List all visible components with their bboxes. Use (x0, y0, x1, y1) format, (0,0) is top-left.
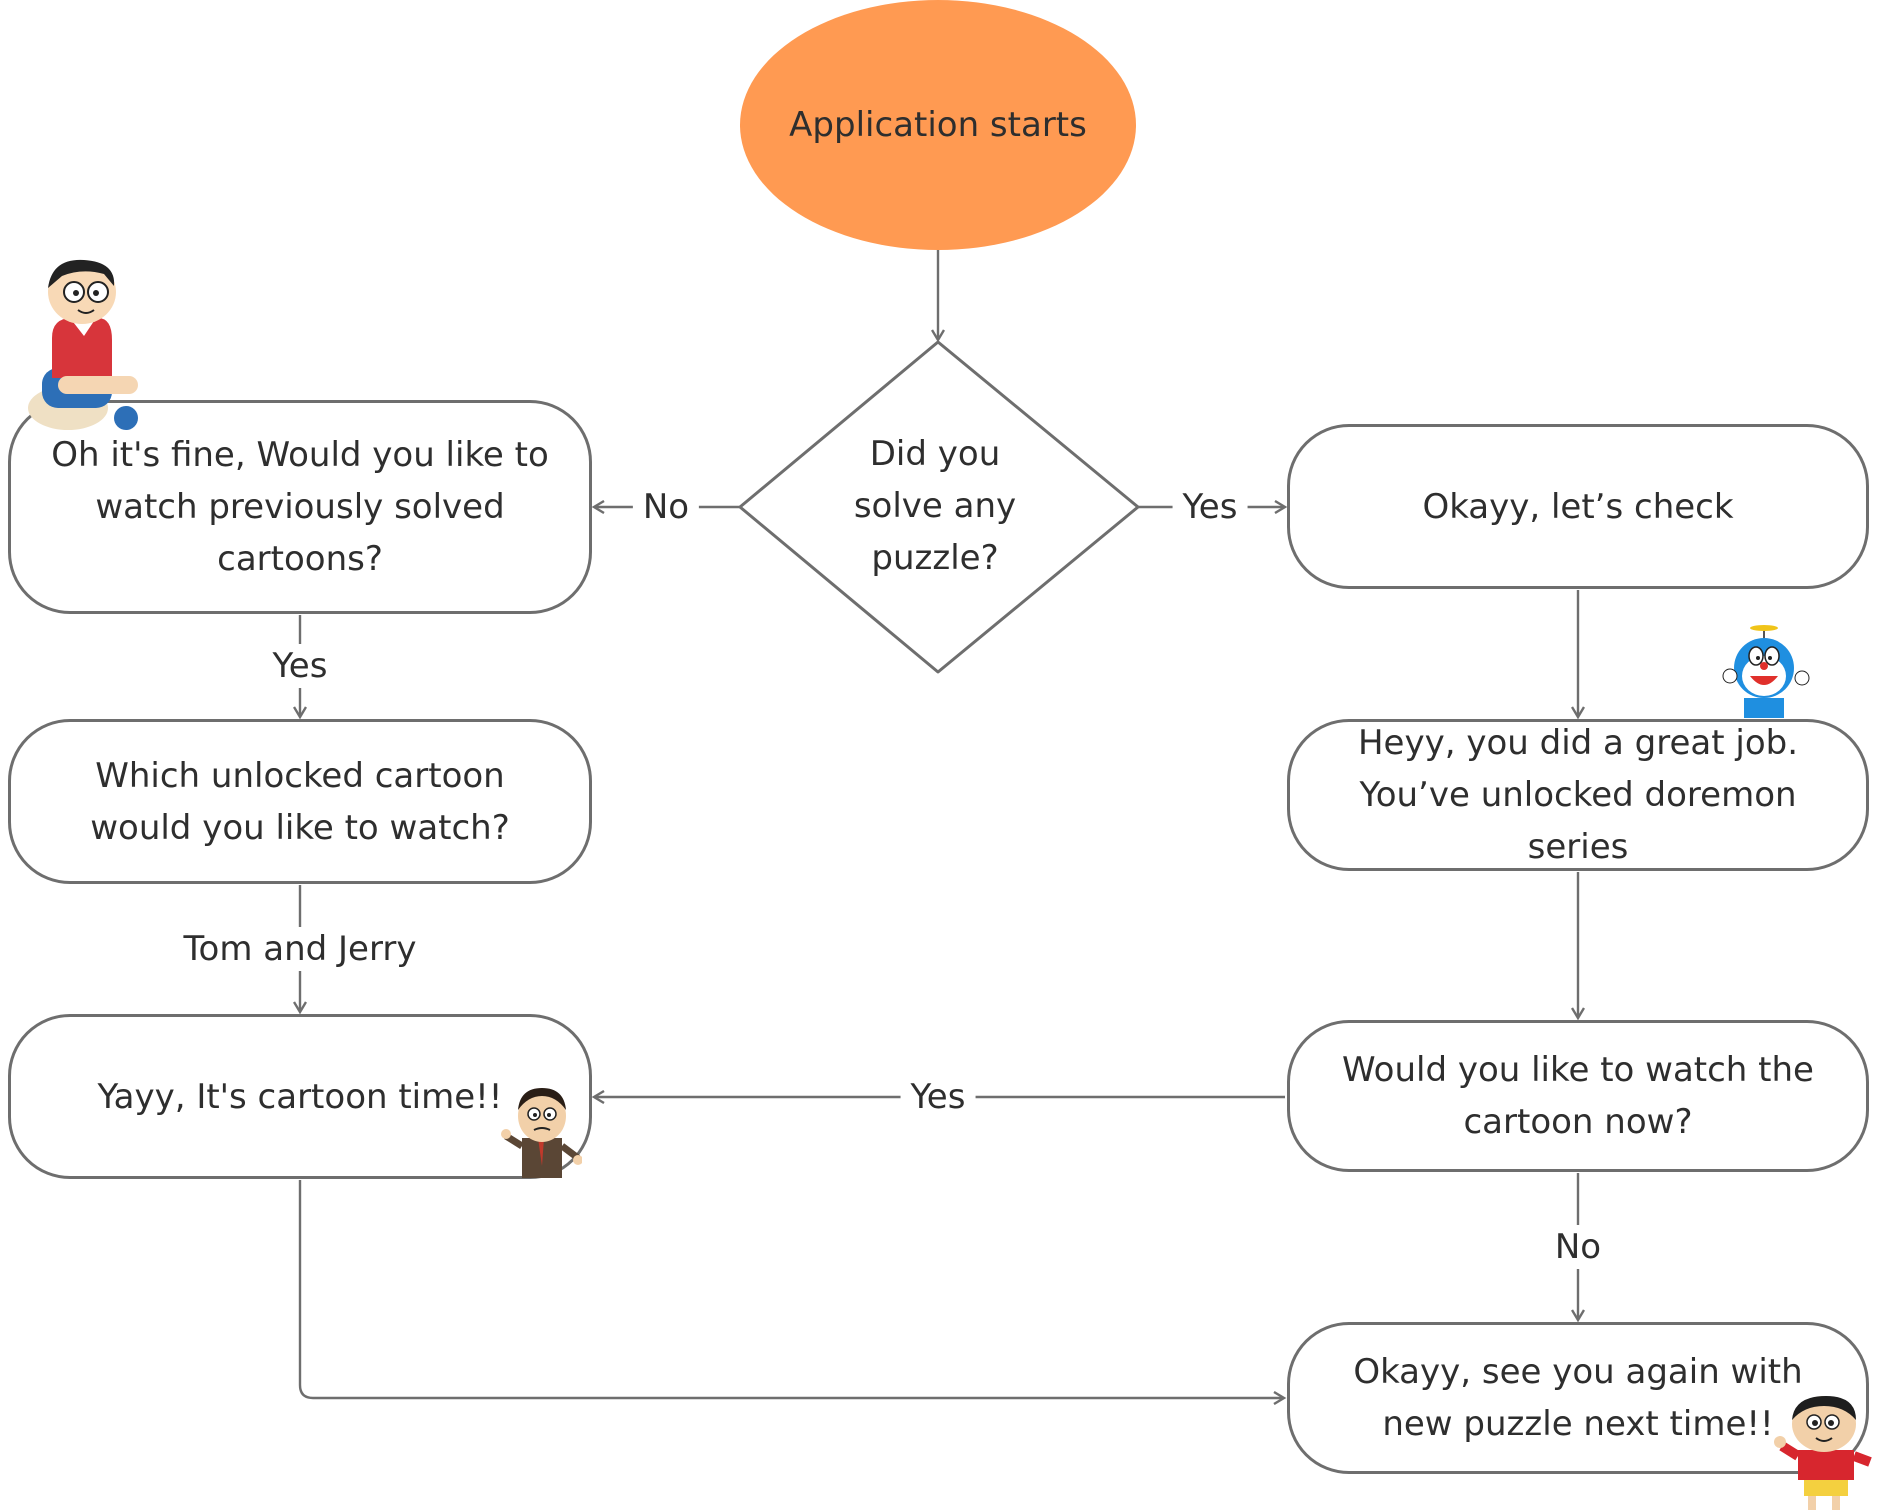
see-you-node-label: Okayy, see you again with new puzzle nex… (1353, 1352, 1803, 1444)
unlocked-node-label: Heyy, you did a great job. You’ve unlock… (1357, 723, 1799, 867)
cartoon-time-node-label: Yayy, It's cartoon time!! (97, 1076, 503, 1117)
mr-bean-character (501, 1088, 582, 1178)
unlocked-node: Heyy, you did a great job. You’ve unlock… (1287, 719, 1869, 871)
cartoon-time-node: Yayy, It's cartoon time!! (8, 1014, 592, 1179)
edge-label-prev-yes: Yes (262, 644, 338, 688)
which-cartoon-node-label: Which unlocked cartoon would you like to… (90, 755, 510, 848)
no-branch-node-label: Oh it's fine, Would you like to watch pr… (51, 435, 549, 579)
check-node-label: Okayy, let’s check (1422, 486, 1734, 527)
edge-label-watchnow-no: No (1544, 1225, 1612, 1269)
decision-node: Did you solve any puzzle? (830, 428, 1040, 584)
check-node: Okayy, let’s check (1287, 424, 1869, 589)
doraemon-character (1722, 625, 1810, 718)
edge-label-decision-yes: Yes (1172, 485, 1248, 529)
decision-node-label: Did you solve any puzzle? (853, 434, 1017, 578)
decision-diamond (738, 340, 1140, 674)
edge-label-tom-and-jerry: Tom and Jerry (173, 927, 427, 971)
see-you-node: Okayy, see you again with new puzzle nex… (1287, 1322, 1869, 1474)
nobita-character (28, 259, 138, 430)
shinchan-character (1774, 1396, 1872, 1510)
edge-cartoon-seeyou (298, 1180, 1284, 1398)
which-cartoon-node: Which unlocked cartoon would you like to… (8, 719, 592, 884)
edge-label-decision-no: No (632, 485, 700, 529)
edge-label-watchnow-yes: Yes (900, 1075, 976, 1119)
start-node: Application starts (740, 0, 1136, 250)
start-node-label: Application starts (789, 105, 1087, 145)
no-branch-node: Oh it's fine, Would you like to watch pr… (8, 400, 592, 614)
watch-now-node-label: Would you like to watch the cartoon now? (1342, 1050, 1814, 1142)
watch-now-node: Would you like to watch the cartoon now? (1287, 1020, 1869, 1172)
